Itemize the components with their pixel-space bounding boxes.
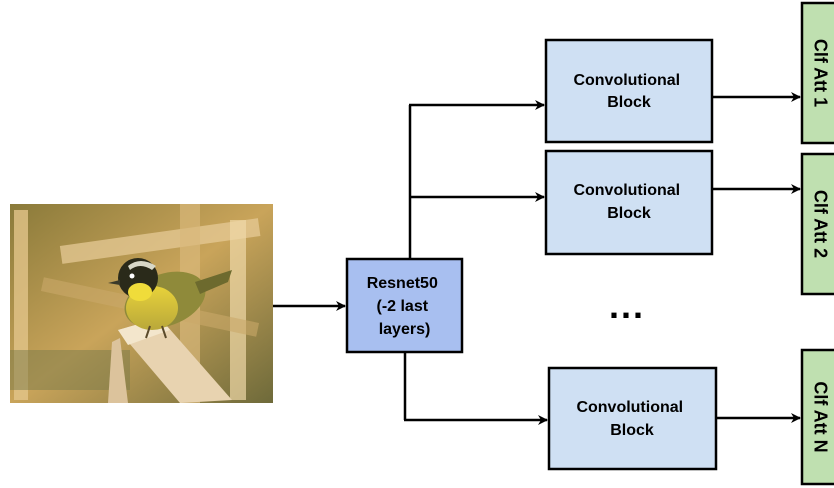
conv-block-1: Convolutional Block: [544, 38, 714, 144]
conv-block-2-label-line-1: Convolutional: [573, 182, 680, 199]
conv-block-2-label-line-2: Block: [607, 205, 651, 222]
backbone-block: Resnet50 (-2 last layers): [345, 257, 464, 354]
conv-block-1-label-line-1: Convolutional: [573, 72, 680, 89]
backbone-label-line-2: (-2 last: [376, 298, 428, 315]
conv-block-2: Convolutional Block: [544, 149, 714, 256]
classifier-N: Clf Att N: [800, 348, 834, 486]
ellipsis: ...: [609, 285, 645, 326]
classifier-2: Clf Att 2: [800, 152, 834, 296]
connectors: [273, 92, 801, 425]
svg-text:Convolutional Block: Convolutional Block: [573, 182, 684, 222]
backbone-label-line-1: Resnet50: [367, 275, 438, 292]
classifier-1: Clf Att 1: [800, 1, 834, 145]
conv-block-3-label-line-2: Block: [610, 422, 654, 439]
classifier-N-label: Clf Att N: [810, 381, 830, 452]
conv-block-3: Convolutional Block: [547, 366, 718, 471]
classifier-1-label: Clf Att 1: [810, 39, 830, 107]
input-bird-image: [10, 204, 273, 403]
classifier-2-label: Clf Att 2: [810, 190, 830, 258]
svg-text:Resnet50 (-2 last: Resnet50 (-2 last layers): [367, 275, 443, 338]
svg-text:Convolutional Block: Convolutional Block: [576, 399, 687, 439]
svg-text:Convolutional Block: Convolutional Block: [573, 72, 684, 111]
backbone-label-line-3: layers): [379, 321, 431, 338]
conv-block-1-label-line-2: Block: [607, 94, 651, 111]
conv-block-3-label-line-1: Convolutional: [576, 399, 683, 416]
